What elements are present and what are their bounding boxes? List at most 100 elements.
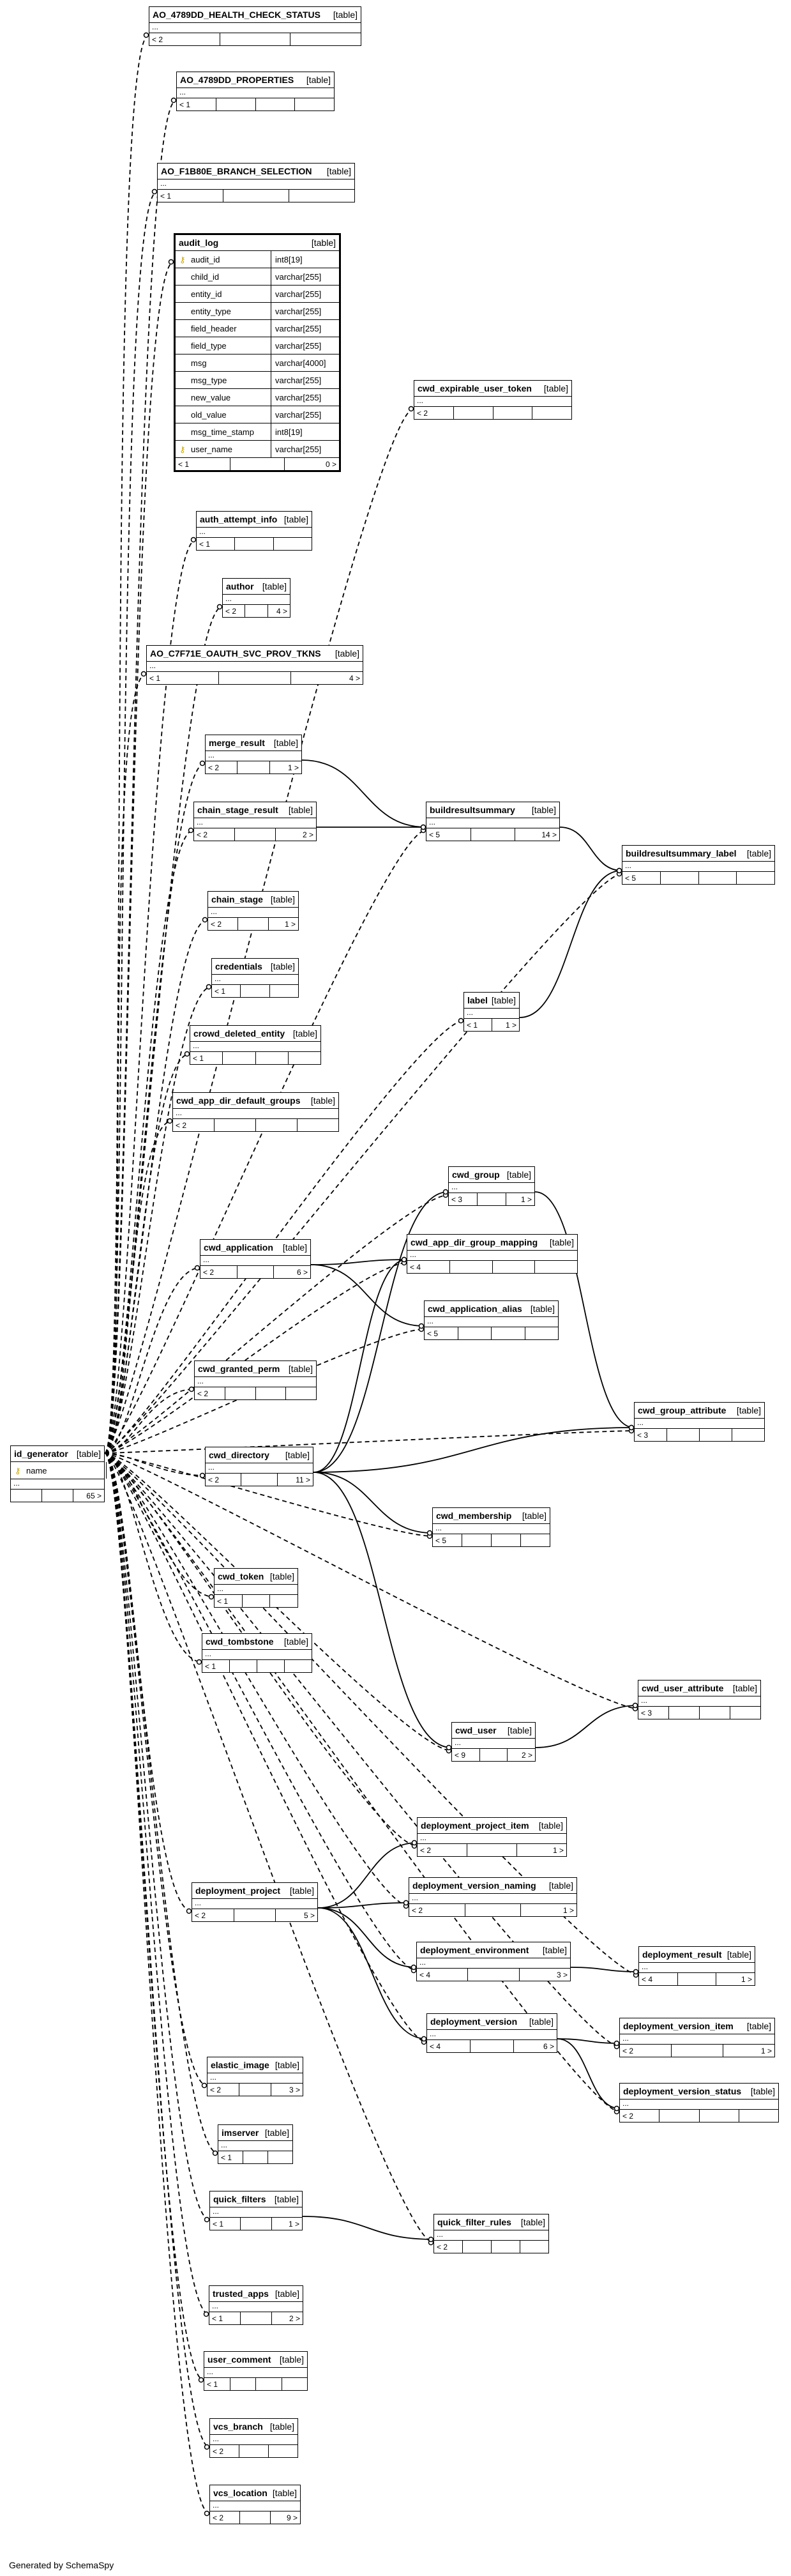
table-header: cwd_directory[table] [206, 1447, 313, 1463]
table-type: [table] [279, 2354, 304, 2365]
ellipsis-row: ... [426, 818, 559, 828]
footer-cell: < 1 [215, 1595, 243, 1607]
crows-foot-icon [216, 604, 223, 610]
table-user-comment[interactable]: user_comment[table]...< 1 [204, 2351, 308, 2391]
footer-cell: < 5 [426, 828, 471, 841]
relationship-line [313, 1427, 635, 1473]
ellipsis-row: ... [433, 1524, 550, 1534]
crows-foot-icon [633, 1969, 639, 1975]
footer-cell: 3 > [289, 2085, 300, 2094]
table-cwd-user-attr[interactable]: cwd_user_attribute[table]...< 3 [638, 1680, 761, 1719]
table-cwd-exp[interactable]: cwd_expirable_user_token[table]...< 2 [414, 380, 572, 420]
table-name: cwd_application_alias [428, 1304, 522, 1314]
table-type: [table] [522, 1511, 546, 1521]
fk-edge [104, 34, 149, 1454]
table-cwd-granted-perm[interactable]: cwd_granted_perm[table]...< 2 [194, 1360, 317, 1400]
footer-cell [282, 2378, 308, 2390]
table-cwd-tombstone[interactable]: cwd_tombstone[table]...< 1 [202, 1633, 312, 1673]
table-footer: < 3 [638, 1707, 760, 1719]
table-cwd-membership[interactable]: cwd_membership[table]...< 5 [432, 1507, 550, 1547]
table-brs-label[interactable]: buildresultsummary_label[table]...< 5 [622, 845, 775, 885]
column-label: audit_id [191, 254, 220, 264]
table-cwd-token[interactable]: cwd_token[table]...< 1 [214, 1568, 298, 1608]
table-type: [table] [306, 75, 331, 85]
table-ao-oauth[interactable]: AO_C7F71E_OAUTH_SVC_PROV_TKNS[table]...<… [146, 645, 363, 685]
table-type: [table] [283, 514, 308, 524]
fk-edge [104, 1120, 173, 1454]
table-type: [table] [542, 1945, 567, 1955]
table-name: buildresultsummary_label [626, 848, 737, 858]
crows-foot-icon [194, 1265, 200, 1271]
footer-cell [270, 985, 298, 997]
table-header: merge_result[table] [206, 735, 301, 751]
fk-edge [104, 1267, 200, 1454]
table-cwd-app-dir-group[interactable]: cwd_app_dir_group_mapping[table]...< 4 [407, 1234, 578, 1274]
footer-cell [295, 98, 334, 111]
column-name: ⚷user_name [176, 441, 271, 457]
table-auth-attempt[interactable]: auth_attempt_info[table]...< 1 [196, 511, 312, 551]
footer-cell [669, 1707, 700, 1719]
table-ao-health[interactable]: AO_4789DD_HEALTH_CHECK_STATUS[table]...<… [149, 6, 361, 46]
footer-cell [532, 407, 571, 419]
fk-edge [104, 1452, 218, 2154]
column-name: ⚷audit_id [176, 251, 271, 268]
table-name: imserver [222, 2128, 259, 2138]
table-dep-ver-status[interactable]: deployment_version_status[table]...< 2 [619, 2083, 779, 2123]
footer-cell [493, 407, 533, 419]
column-label: old_value [191, 409, 227, 420]
table-header: id_generator[table] [11, 1446, 104, 1462]
ellipsis-row: ... [464, 1009, 519, 1019]
footer-cell [462, 1534, 492, 1546]
table-crowd-deleted[interactable]: crowd_deleted_entity[table]...< 1 [190, 1025, 321, 1065]
crows-foot-icon [418, 1323, 425, 1329]
footer-cell: < 2 [208, 918, 239, 930]
fk-edge [104, 1452, 207, 2086]
ellipsis-row: ... [449, 1183, 534, 1193]
table-ao-branch[interactable]: AO_F1B80E_BRANCH_SELECTION[table]...< 1 [157, 163, 355, 202]
table-vcs-branch[interactable]: vcs_branch[table]...< 2 [209, 2418, 298, 2458]
column-type: varchar[255] [275, 444, 322, 454]
table-quick-filter-rules[interactable]: quick_filter_rules[table]...< 2 [433, 2214, 549, 2253]
table-ao-props[interactable]: AO_4789DD_PROPERTIES[table]...< 1 [176, 72, 335, 111]
footer-cell: < 2 [434, 2241, 463, 2253]
footer-cell: < 3 [635, 1429, 667, 1441]
fk-edge [104, 1020, 464, 1454]
table-credentials[interactable]: credentials[table]...< 1 [211, 958, 299, 998]
table-type: [table] [274, 2194, 299, 2204]
footer-cell: < 5 [425, 1327, 458, 1339]
footer-cell [243, 2151, 268, 2163]
table-type: [table] [530, 1304, 555, 1314]
footer-cell [239, 2445, 269, 2457]
table-cwd-group-attr[interactable]: cwd_group_attribute[table]...< 3 [634, 1402, 765, 1442]
table-imserver[interactable]: imserver[table]...< 1 [218, 2124, 293, 2164]
crows-foot-icon [188, 827, 194, 834]
table-cwd-app-dir-default[interactable]: cwd_app_dir_default_groups[table]...< 2 [172, 1092, 339, 1132]
footer-cell: < 5 [433, 1534, 462, 1546]
table-cwd-app-alias[interactable]: cwd_application_alias[table]...< 5 [424, 1300, 559, 1340]
table-id-generator[interactable]: id_generator[table]⚷name...65 > [10, 1445, 107, 1502]
